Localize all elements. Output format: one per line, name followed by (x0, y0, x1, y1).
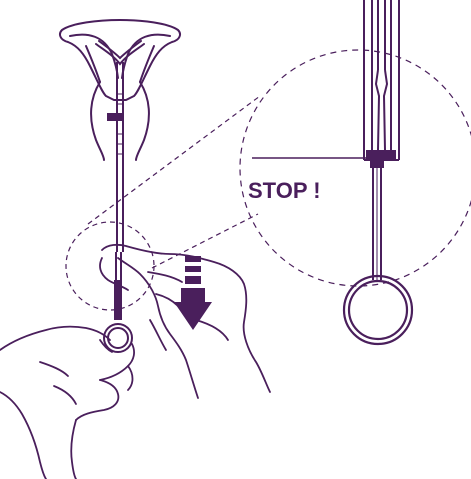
zoomed-ring (344, 276, 412, 344)
uterus-outline-icon (60, 20, 180, 160)
zoomed-tube (364, 0, 399, 160)
magnify-connector-lines (88, 96, 260, 268)
iud-frame (96, 41, 144, 64)
left-hand-outline (0, 327, 134, 479)
zoomed-rod (373, 166, 381, 280)
magnify-zoom-circle (240, 50, 471, 286)
stop-label: STOP ! (248, 178, 321, 203)
depth-flange (107, 113, 123, 121)
tube-end-band (366, 150, 396, 160)
downward-pull-arrow-icon (174, 256, 212, 330)
magnify-source-circle (66, 222, 154, 310)
zoomed-rod-collar (370, 160, 384, 168)
